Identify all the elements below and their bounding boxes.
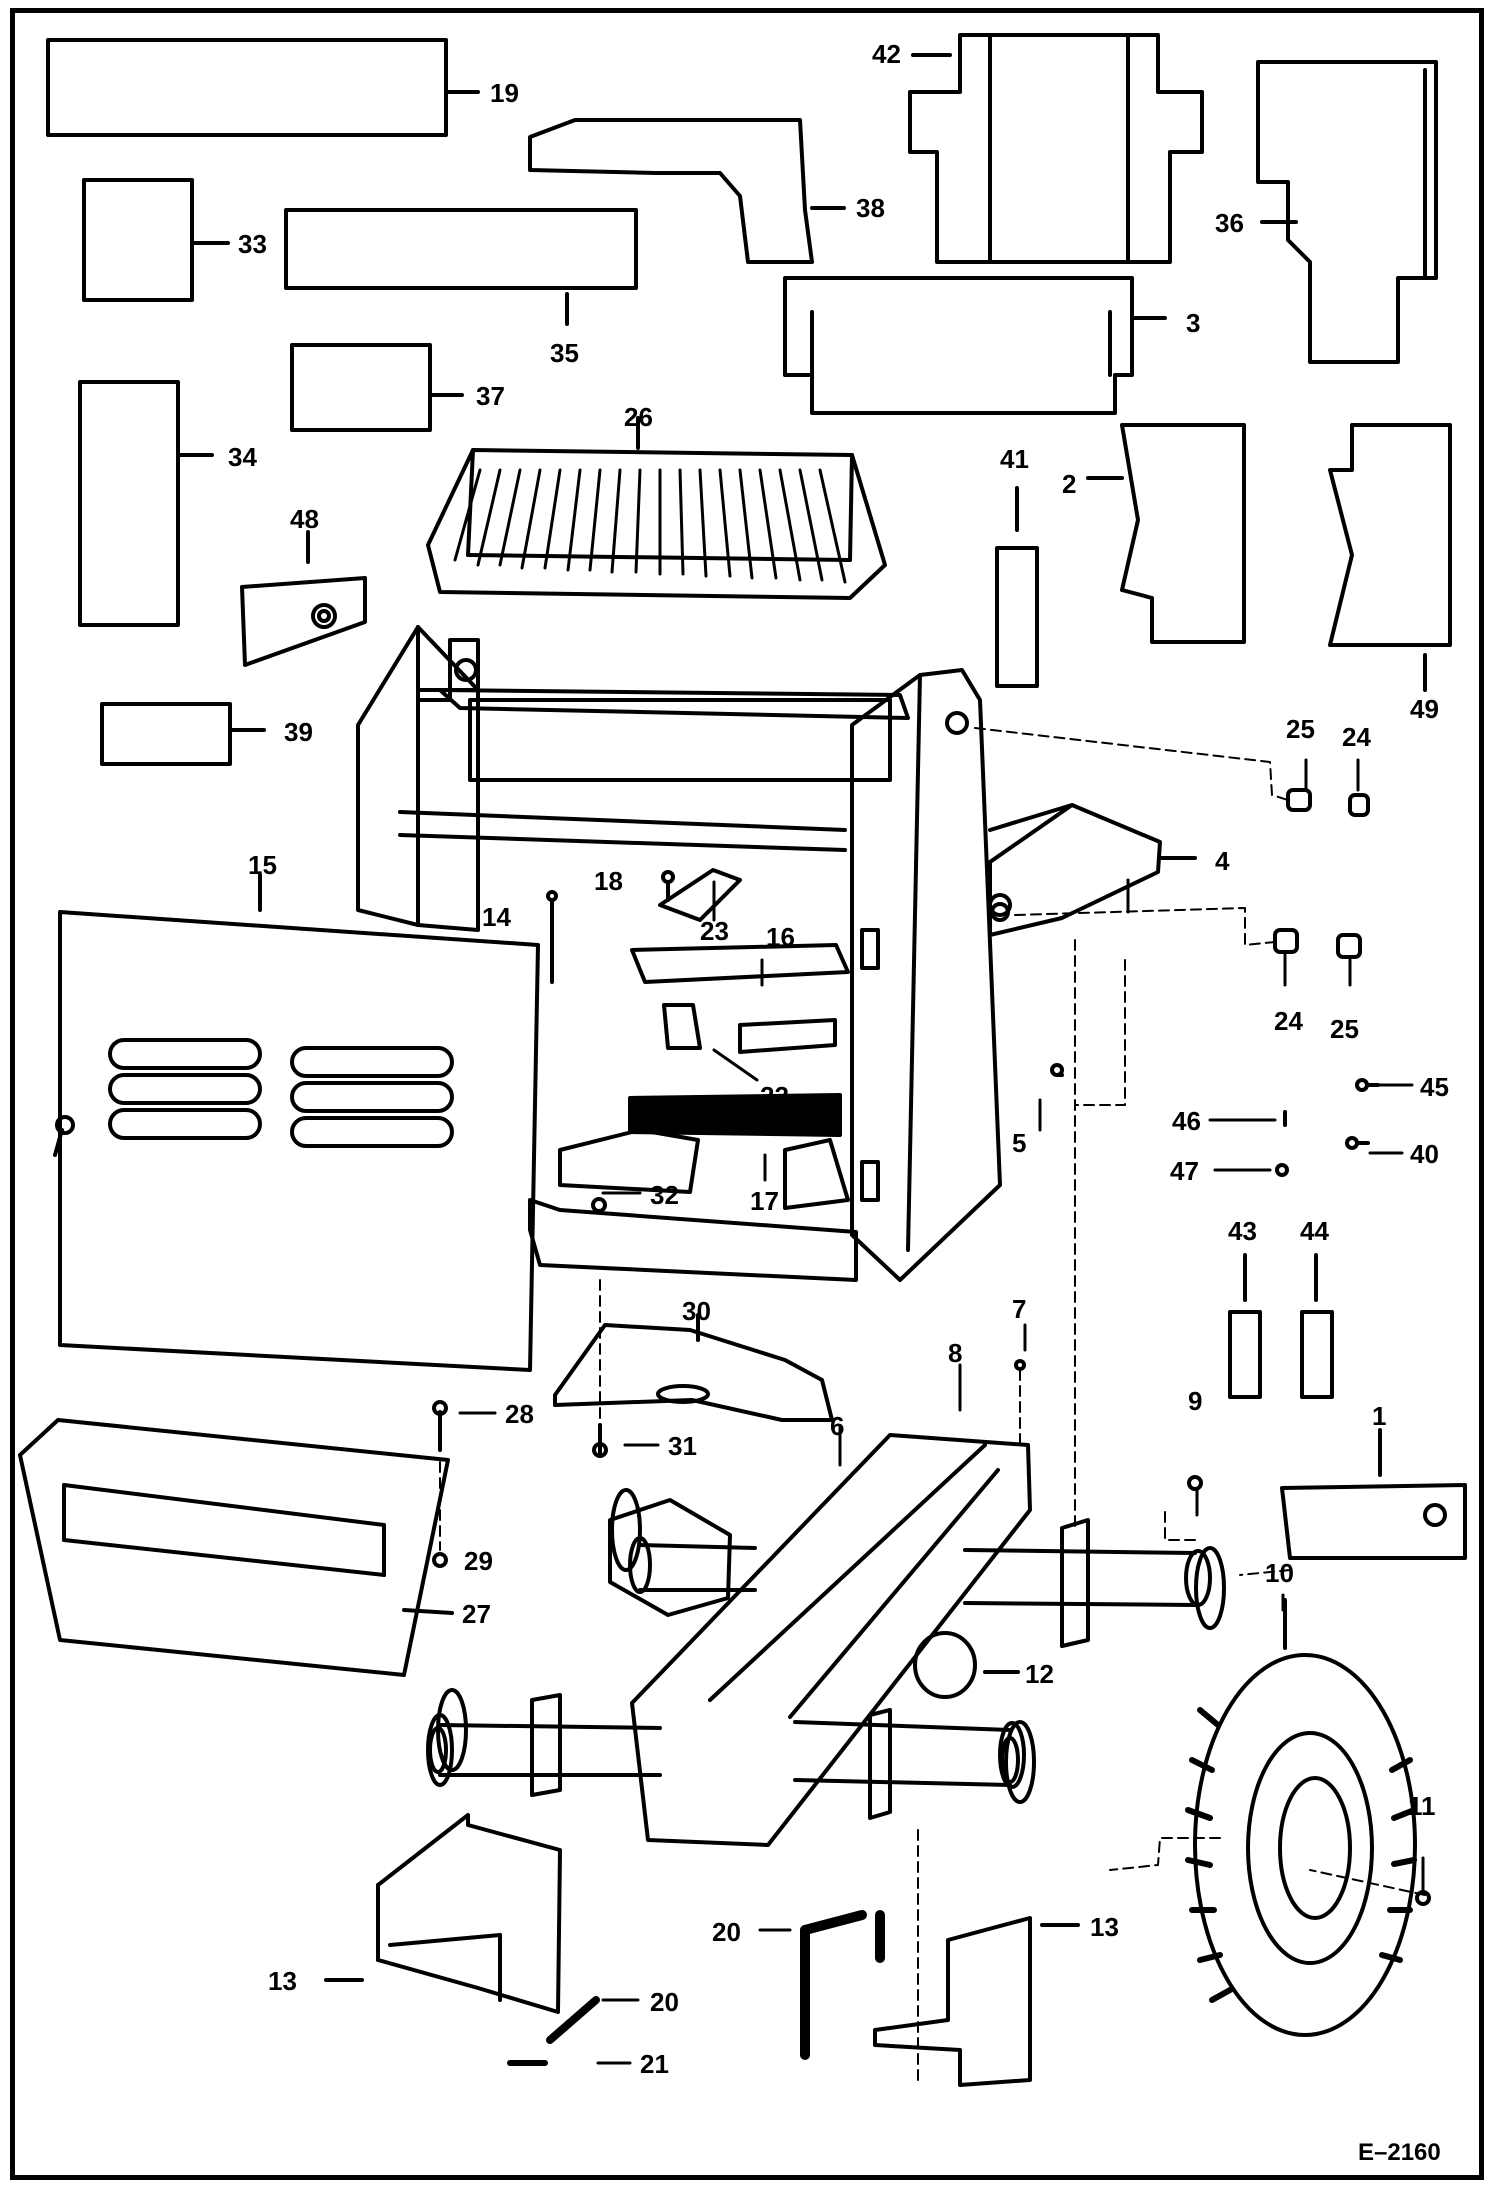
rear-grill-27 — [18, 1418, 454, 1677]
callout-47: 47 — [1170, 1156, 1199, 1186]
callout-6: 6 — [830, 1411, 844, 1441]
callout-2: 2 — [1062, 469, 1076, 499]
callout-14: 14 — [482, 902, 511, 932]
panel-37 — [290, 343, 432, 432]
callout-10: 10 — [1265, 1558, 1294, 1588]
callout-19: 19 — [490, 78, 519, 108]
plate-1 — [1280, 1483, 1467, 1560]
callout-29: 29 — [464, 1546, 493, 1576]
callout-1: 1 — [1372, 1401, 1386, 1431]
callout-32: 32 — [650, 1180, 679, 1210]
panel-49 — [1328, 423, 1452, 647]
panel-3 — [783, 276, 1134, 415]
callout-16: 16 — [766, 922, 795, 952]
panel-19 — [46, 38, 448, 137]
panel-34 — [78, 380, 180, 627]
callout-24b: 24 — [1274, 1006, 1303, 1036]
callout-20b: 20 — [650, 1987, 679, 2017]
chain-guard-13-left — [376, 1813, 562, 2014]
callout-39: 39 — [284, 717, 313, 747]
panel-38 — [528, 118, 814, 264]
panel-42 — [908, 33, 1204, 264]
callout-22: 22 — [760, 1081, 789, 1111]
callout-23: 23 — [700, 916, 729, 946]
panel-44 — [1300, 1310, 1334, 1399]
panel-43 — [1228, 1310, 1262, 1399]
callout-45: 45 — [1420, 1072, 1449, 1102]
callout-3: 3 — [1186, 308, 1200, 338]
callout-8: 8 — [948, 1338, 962, 1368]
callout-37: 37 — [476, 381, 505, 411]
callout-24: 24 — [1342, 722, 1371, 752]
tire-10 — [1185, 1653, 1417, 2037]
plate-30 — [553, 1323, 834, 1422]
plate-22 — [662, 1003, 702, 1050]
sprocket-12 — [913, 1631, 977, 1699]
panel-39 — [100, 702, 232, 766]
callout-18: 18 — [594, 866, 623, 896]
callout-46: 46 — [1172, 1106, 1201, 1136]
callout-28: 28 — [505, 1399, 534, 1429]
plate-16 — [630, 943, 850, 984]
callout-4: 4 — [1215, 846, 1230, 876]
callout-41: 41 — [1000, 444, 1029, 474]
callout-48: 48 — [290, 504, 319, 534]
callout-5: 5 — [1012, 1128, 1026, 1158]
plate-48 — [240, 576, 367, 667]
panel-35 — [284, 208, 638, 290]
callout-40: 40 — [1410, 1139, 1439, 1169]
callout-38: 38 — [856, 193, 885, 223]
callout-42: 42 — [872, 39, 901, 69]
plate-17 — [628, 1093, 842, 1137]
callout-33: 33 — [238, 229, 267, 259]
callout-12: 12 — [1025, 1659, 1054, 1689]
callout-30: 30 — [682, 1296, 711, 1326]
callout-17: 17 — [750, 1186, 779, 1216]
dashed-leaders — [439, 727, 1426, 2081]
panel-33 — [82, 178, 194, 302]
callout-21: 21 — [640, 2049, 669, 2079]
panel-41 — [995, 546, 1039, 688]
callout-34: 34 — [228, 442, 257, 472]
rear-door-15 — [53, 873, 540, 1372]
callout-15: 15 — [248, 850, 277, 880]
callout-9: 9 — [1188, 1386, 1202, 1416]
plate-23 — [658, 868, 742, 922]
callout-25b: 25 — [1330, 1014, 1359, 1044]
callout-26: 26 — [624, 402, 653, 432]
callout-35: 35 — [550, 338, 579, 368]
callout-labels: 19 42 38 36 33 35 3 37 26 34 41 2 48 49 … — [228, 39, 1449, 2166]
callout-7: 7 — [1012, 1294, 1026, 1324]
grille-26 — [426, 416, 887, 600]
callout-25: 25 — [1286, 714, 1315, 744]
panel-36 — [1256, 60, 1438, 364]
diagram-border — [10, 8, 1484, 2180]
callout-44: 44 — [1300, 1216, 1329, 1246]
chassis-8 — [426, 1433, 1226, 1847]
chain-20 — [800, 1910, 885, 2060]
callout-31: 31 — [668, 1431, 697, 1461]
callout-11: 11 — [1408, 1791, 1436, 1821]
callout-36: 36 — [1215, 208, 1244, 238]
callout-13: 13 — [1090, 1912, 1119, 1942]
chain-guard-13-right — [873, 1916, 1032, 2087]
callout-49: 49 — [1410, 694, 1439, 724]
callout-27: 27 — [462, 1599, 491, 1629]
drawing-id: E–2160 — [1358, 2139, 1441, 2166]
callout-43: 43 — [1228, 1216, 1257, 1246]
callout-20: 20 — [712, 1917, 741, 1947]
main-frame — [356, 625, 1197, 1282]
callout-13b: 13 — [268, 1966, 297, 1996]
panel-2 — [1120, 423, 1246, 644]
hub-front-left — [608, 1498, 732, 1617]
